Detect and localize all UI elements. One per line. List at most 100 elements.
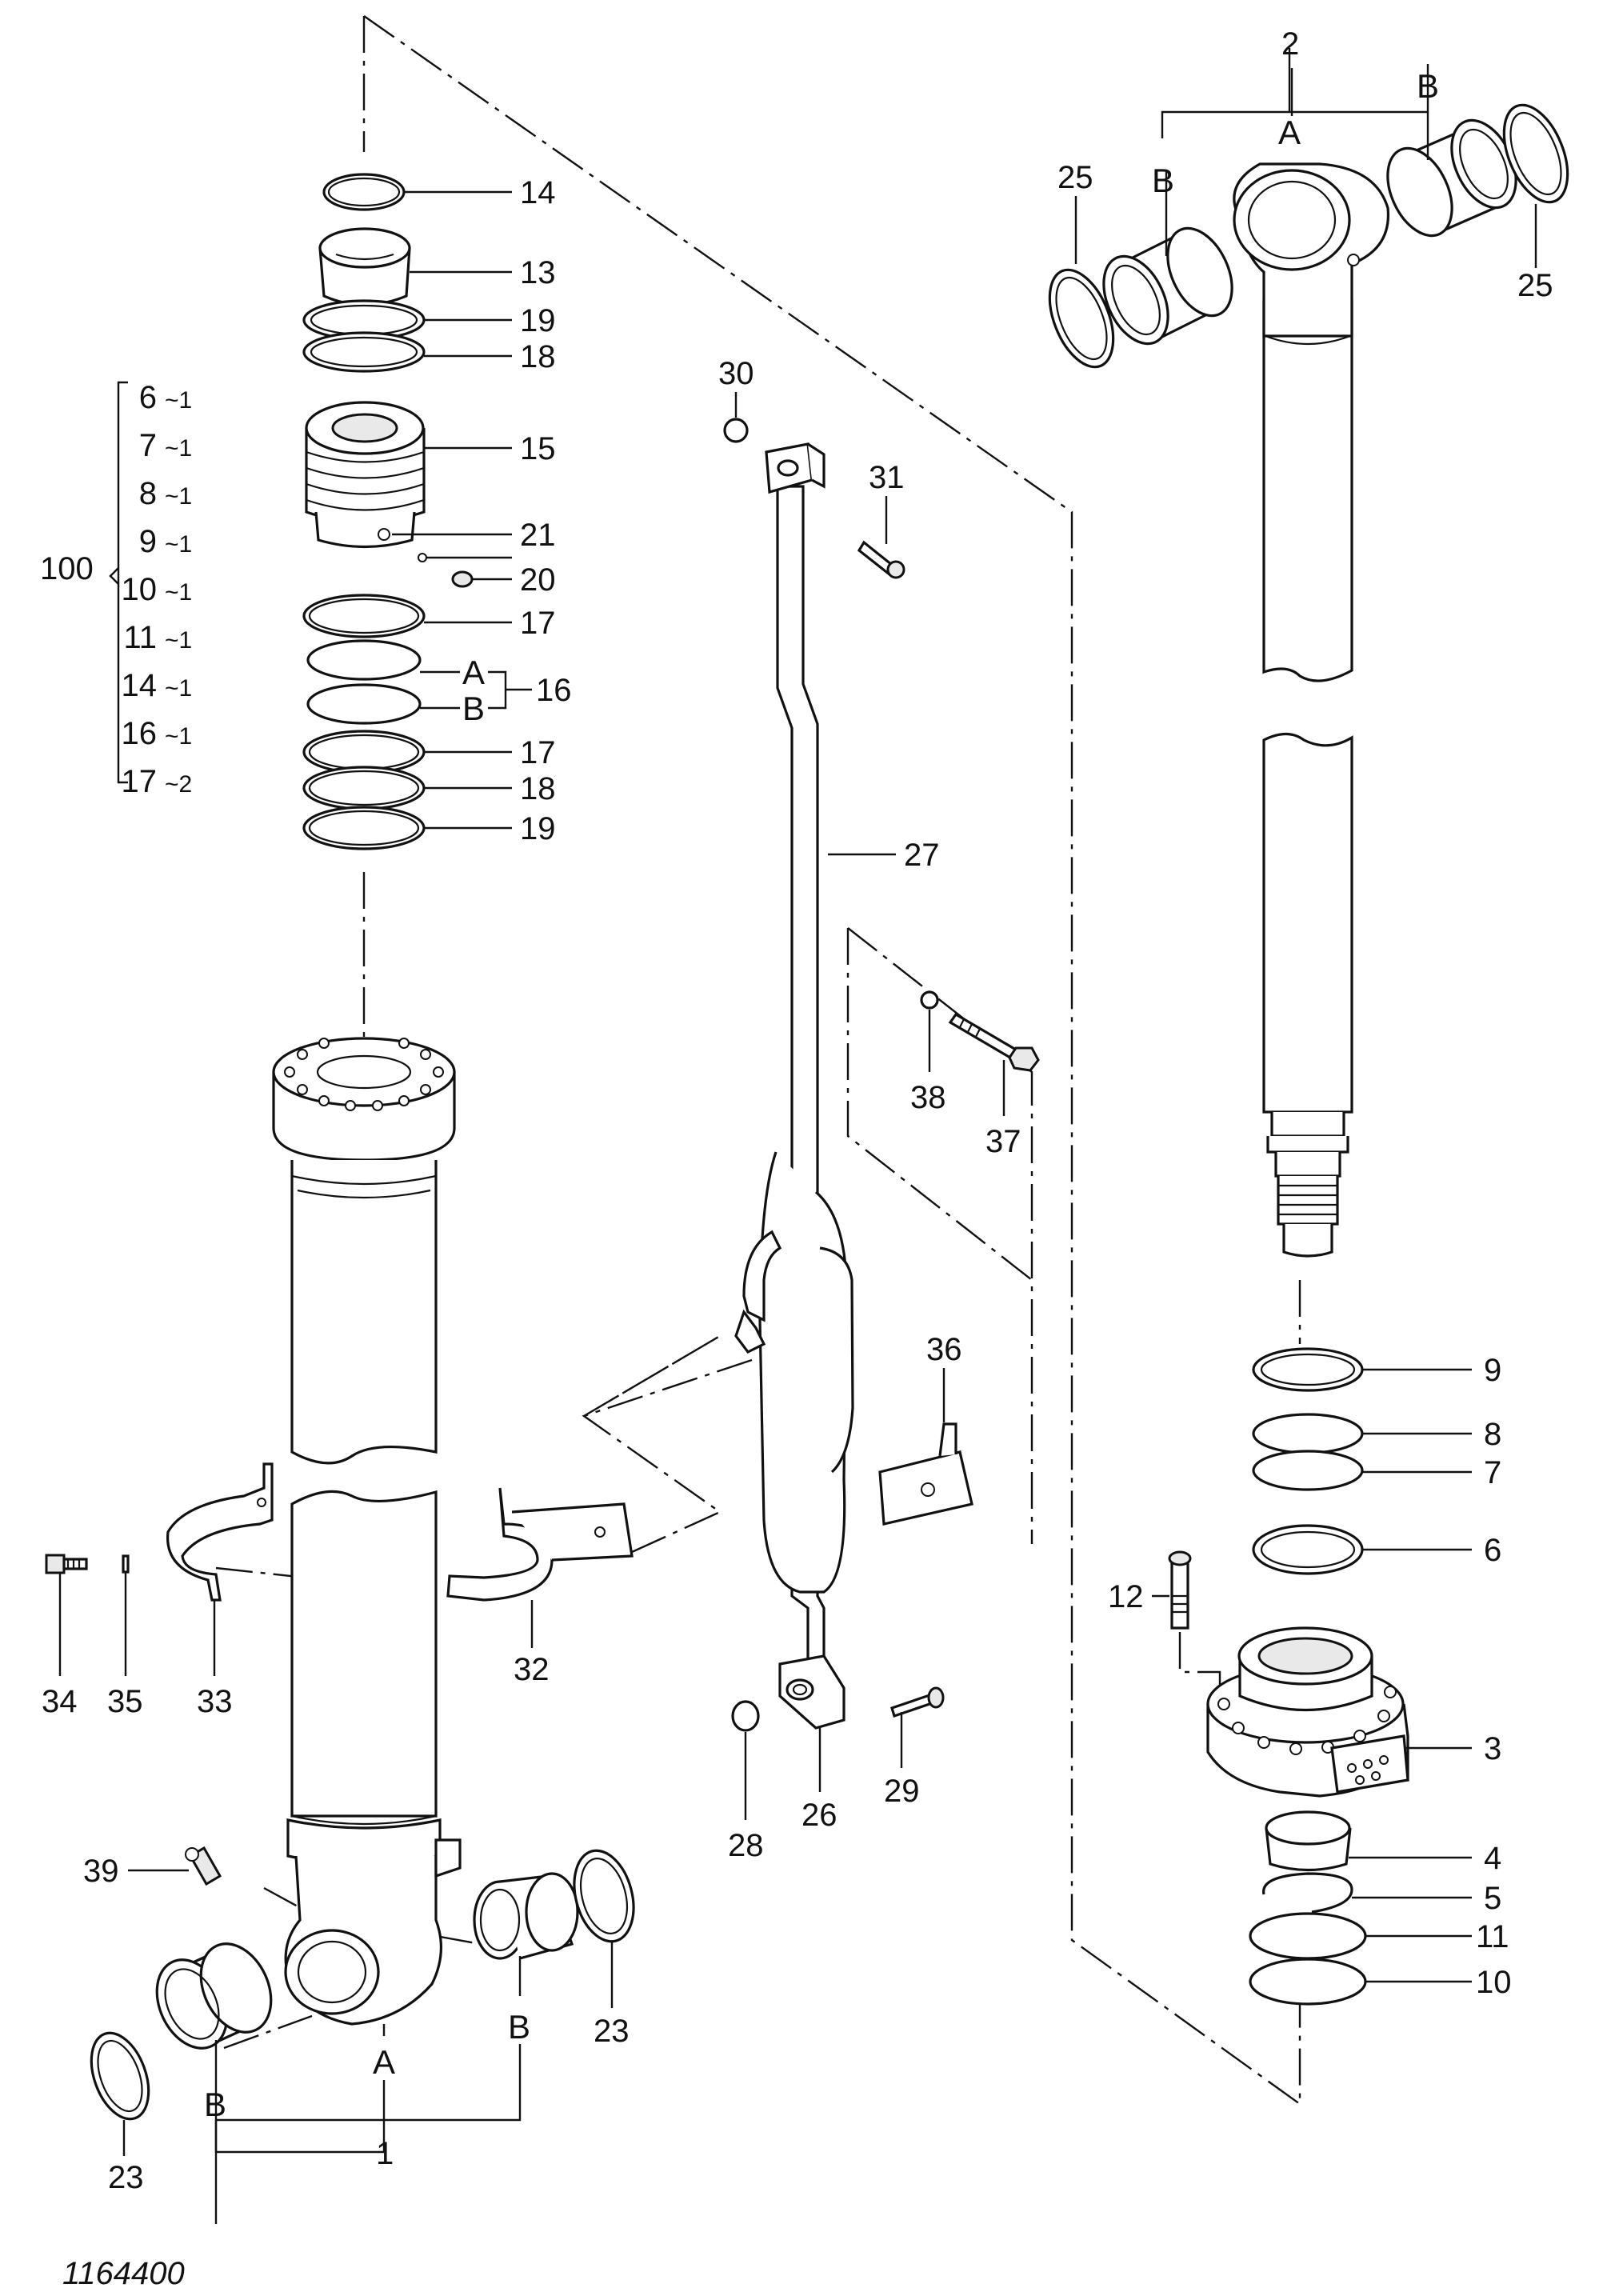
bushing-B-rod-left bbox=[1102, 226, 1233, 346]
kit-item: 6 ~1 bbox=[139, 380, 192, 415]
bolt-34 bbox=[45, 1554, 88, 1574]
callout-3: 3 bbox=[1484, 1731, 1501, 1766]
kit-item-qty: ~2 bbox=[165, 771, 192, 798]
ball-21 bbox=[418, 553, 427, 562]
callout-31: 31 bbox=[869, 460, 905, 495]
bolt-37 bbox=[948, 1012, 1040, 1072]
callout-2: 2 bbox=[1281, 26, 1299, 62]
seal-16B bbox=[306, 683, 422, 725]
kit-item: 8 ~1 bbox=[139, 476, 192, 511]
callout-19-lower: 19 bbox=[520, 811, 556, 846]
callout-16: 16 bbox=[536, 673, 572, 708]
label-B-seal: B bbox=[462, 690, 485, 727]
leader-lines bbox=[58, 48, 1537, 2224]
callout-37: 37 bbox=[985, 1124, 1021, 1159]
ring-18-lower bbox=[302, 766, 426, 810]
callout-7: 7 bbox=[1484, 1455, 1501, 1490]
kit-item-part: 6 bbox=[139, 380, 157, 415]
callout-9: 9 bbox=[1484, 1353, 1501, 1388]
cylinder-tube bbox=[272, 1037, 462, 2026]
set-screw-20 bbox=[451, 570, 474, 588]
callout-11: 11 bbox=[1476, 1919, 1509, 1954]
bolt-29 bbox=[890, 1686, 945, 1718]
callout-35: 35 bbox=[107, 1684, 143, 1719]
callout-17-lower: 17 bbox=[520, 735, 556, 770]
callout-13: 13 bbox=[520, 255, 556, 290]
callout-14: 14 bbox=[520, 175, 556, 210]
clamp-33 bbox=[166, 1462, 274, 1602]
flange-bottom-26 bbox=[778, 1654, 845, 1730]
callout-4: 4 bbox=[1484, 1841, 1501, 1876]
ring-23-left bbox=[90, 2031, 150, 2121]
kit-item-qty: ~1 bbox=[165, 435, 192, 462]
callout-27: 27 bbox=[904, 838, 940, 873]
o-ring-28 bbox=[731, 1700, 760, 1732]
ring-7 bbox=[1252, 1450, 1364, 1491]
ring-5 bbox=[1262, 1872, 1353, 1914]
kit-item: 16 ~1 bbox=[122, 716, 193, 751]
pipe-27 bbox=[734, 485, 854, 1662]
ring-6 bbox=[1252, 1524, 1364, 1575]
label-B-rod-left: B bbox=[1152, 162, 1174, 199]
kit-item: 9 ~1 bbox=[139, 524, 192, 559]
grease-fitting-39 bbox=[185, 1846, 222, 1886]
kit-item-part: 11 bbox=[123, 620, 157, 655]
callout-20: 20 bbox=[520, 562, 556, 598]
callout-8: 8 bbox=[1484, 1417, 1501, 1452]
kit-item-part: 10 bbox=[122, 572, 158, 607]
bushing-4 bbox=[1265, 1810, 1352, 1872]
ring-25-right bbox=[1502, 103, 1569, 204]
kit-item: 17 ~2 bbox=[122, 764, 193, 799]
kit-item-qty: ~1 bbox=[165, 483, 192, 510]
callout-29: 29 bbox=[884, 1774, 920, 1809]
kit-item: 10 ~1 bbox=[122, 572, 193, 607]
ring-11 bbox=[1249, 1912, 1367, 1960]
clamp-36 bbox=[878, 1422, 973, 1526]
callouts: 14 13 19 18 15 21 20 17 A B 16 17 18 19 … bbox=[42, 26, 1553, 2195]
callout-23-left: 23 bbox=[108, 2160, 144, 2195]
ring-25-left bbox=[1048, 268, 1115, 369]
kit-item-qty: ~1 bbox=[165, 627, 192, 654]
ring-19-lower bbox=[302, 806, 426, 850]
kit-item-qty: ~1 bbox=[165, 387, 192, 414]
clamp-32 bbox=[446, 1487, 634, 1602]
ring-14 bbox=[322, 173, 406, 211]
label-B-right-bushing: B bbox=[508, 2008, 530, 2046]
kit-item-part: 16 bbox=[122, 716, 158, 751]
callout-26: 26 bbox=[802, 1798, 837, 1833]
washer-35 bbox=[122, 1554, 130, 1574]
kit-item: 11 ~1 bbox=[123, 620, 192, 655]
ring-10 bbox=[1249, 1958, 1367, 2006]
label-B-rod-right: B bbox=[1417, 67, 1439, 105]
kit-item-part: 7 bbox=[139, 428, 157, 463]
kit-item-part: 17 bbox=[122, 764, 158, 799]
callout-12: 12 bbox=[1108, 1579, 1144, 1614]
cylinder-head-15 bbox=[305, 401, 426, 549]
ring-17-upper bbox=[302, 594, 426, 638]
kit-number: 100 bbox=[40, 551, 94, 586]
kit-item-part: 8 bbox=[139, 476, 157, 511]
bushing-13 bbox=[318, 227, 411, 306]
bolt-12 bbox=[1168, 1550, 1192, 1630]
ring-9 bbox=[1252, 1347, 1364, 1392]
callout-32: 32 bbox=[514, 1652, 550, 1687]
flange-top-30-31 bbox=[765, 442, 825, 494]
seal-16A bbox=[306, 639, 422, 681]
callout-18-lower: 18 bbox=[520, 771, 556, 806]
label-B-left-bushing: B bbox=[204, 2086, 226, 2123]
callout-25-left: 25 bbox=[1057, 160, 1093, 195]
piston-rod bbox=[1233, 162, 1390, 1258]
callout-17-upper: 17 bbox=[520, 606, 556, 641]
ring-18-upper bbox=[302, 331, 426, 373]
kit-item: 14 ~1 bbox=[122, 668, 193, 703]
bolt-31 bbox=[857, 540, 905, 579]
label-A-rod: A bbox=[1278, 114, 1301, 151]
callout-34: 34 bbox=[42, 1684, 78, 1719]
kit-item: 7 ~1 bbox=[139, 428, 192, 463]
bushing-B-rod-right bbox=[1386, 118, 1517, 238]
kit-item-qty: ~1 bbox=[165, 531, 192, 558]
callout-38: 38 bbox=[910, 1080, 946, 1115]
callout-39: 39 bbox=[83, 1854, 119, 1889]
label-A-tube: A bbox=[373, 2043, 395, 2081]
